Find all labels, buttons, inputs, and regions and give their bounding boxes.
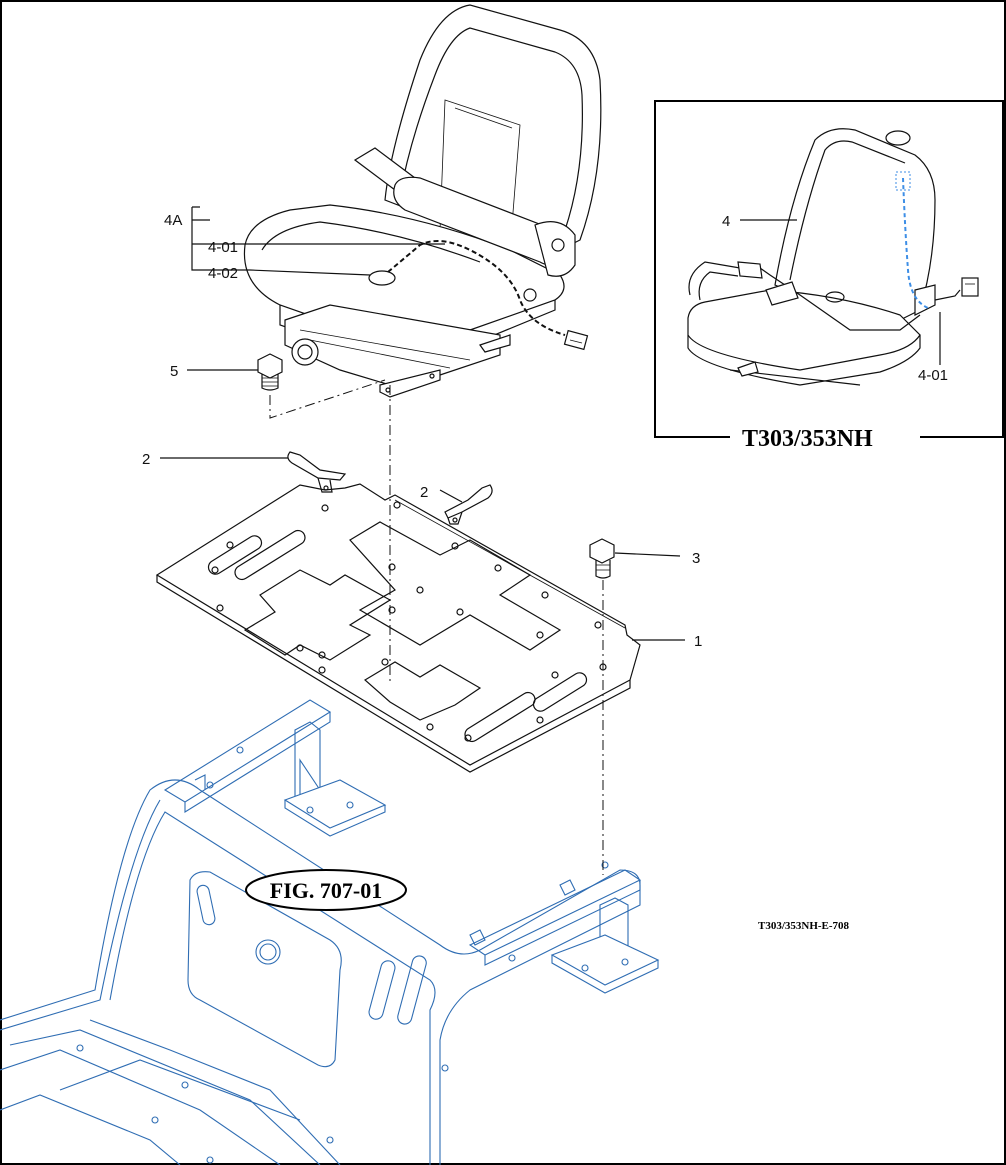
callout-group: 4A 4-01 4-02 5 2 2 3 1 bbox=[142, 206, 702, 650]
inset-title: T303/353NH bbox=[742, 426, 873, 452]
callout-5: 5 bbox=[170, 363, 178, 380]
inset-callout-4: 4 bbox=[722, 213, 730, 230]
callout-1: 1 bbox=[694, 633, 702, 650]
seat-assembly bbox=[243, 4, 602, 398]
seat-base-plate bbox=[155, 483, 641, 773]
inset-callout-4-01: 4-01 bbox=[918, 367, 948, 384]
tractor-frame bbox=[0, 699, 660, 1165]
bolt-plate bbox=[589, 538, 615, 579]
bolt-seat bbox=[257, 353, 283, 391]
drawing-code: T303/353NH-E-708 bbox=[758, 920, 850, 932]
bracket-right bbox=[444, 484, 493, 525]
callout-4-02: 4-02 bbox=[208, 265, 238, 282]
assembly-centerlines bbox=[269, 379, 604, 875]
inset-seat bbox=[687, 128, 979, 386]
figure-badge: FIG. 707-01 bbox=[245, 869, 407, 911]
callout-4-01: 4-01 bbox=[208, 239, 238, 256]
callout-3: 3 bbox=[692, 550, 700, 567]
callout-2-right: 2 bbox=[420, 484, 428, 501]
callout-4a: 4A bbox=[164, 212, 182, 229]
inset-panel: T303/353NH 4 4 bbox=[654, 100, 1004, 452]
bracket-left bbox=[287, 451, 347, 493]
callout-2-left: 2 bbox=[142, 451, 150, 468]
figure-label: FIG. 707-01 bbox=[270, 878, 382, 903]
